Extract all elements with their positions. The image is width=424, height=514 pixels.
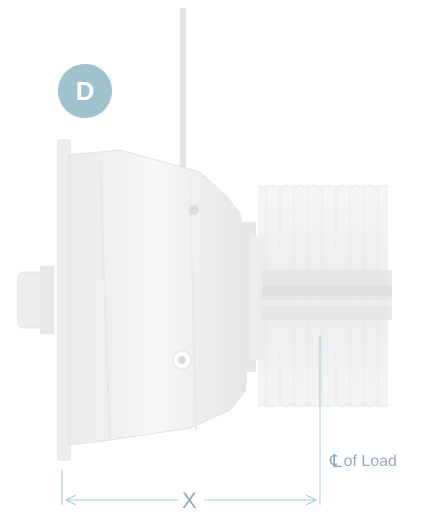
view-badge: D (58, 64, 112, 118)
arrowhead-right (305, 494, 318, 506)
centerline-symbol: ℄ (330, 451, 342, 471)
cable (180, 8, 186, 183)
dimension-x-text: X (182, 488, 198, 513)
arrowhead-left (64, 494, 77, 506)
mount-hole (189, 205, 199, 215)
centerline-label: ℄ of Load (330, 451, 397, 472)
badge-letter: D (75, 75, 95, 106)
centerline-text: of Load (343, 452, 397, 470)
rear-collar (40, 266, 54, 334)
dimension-label: X (182, 488, 198, 514)
housing (67, 149, 247, 446)
